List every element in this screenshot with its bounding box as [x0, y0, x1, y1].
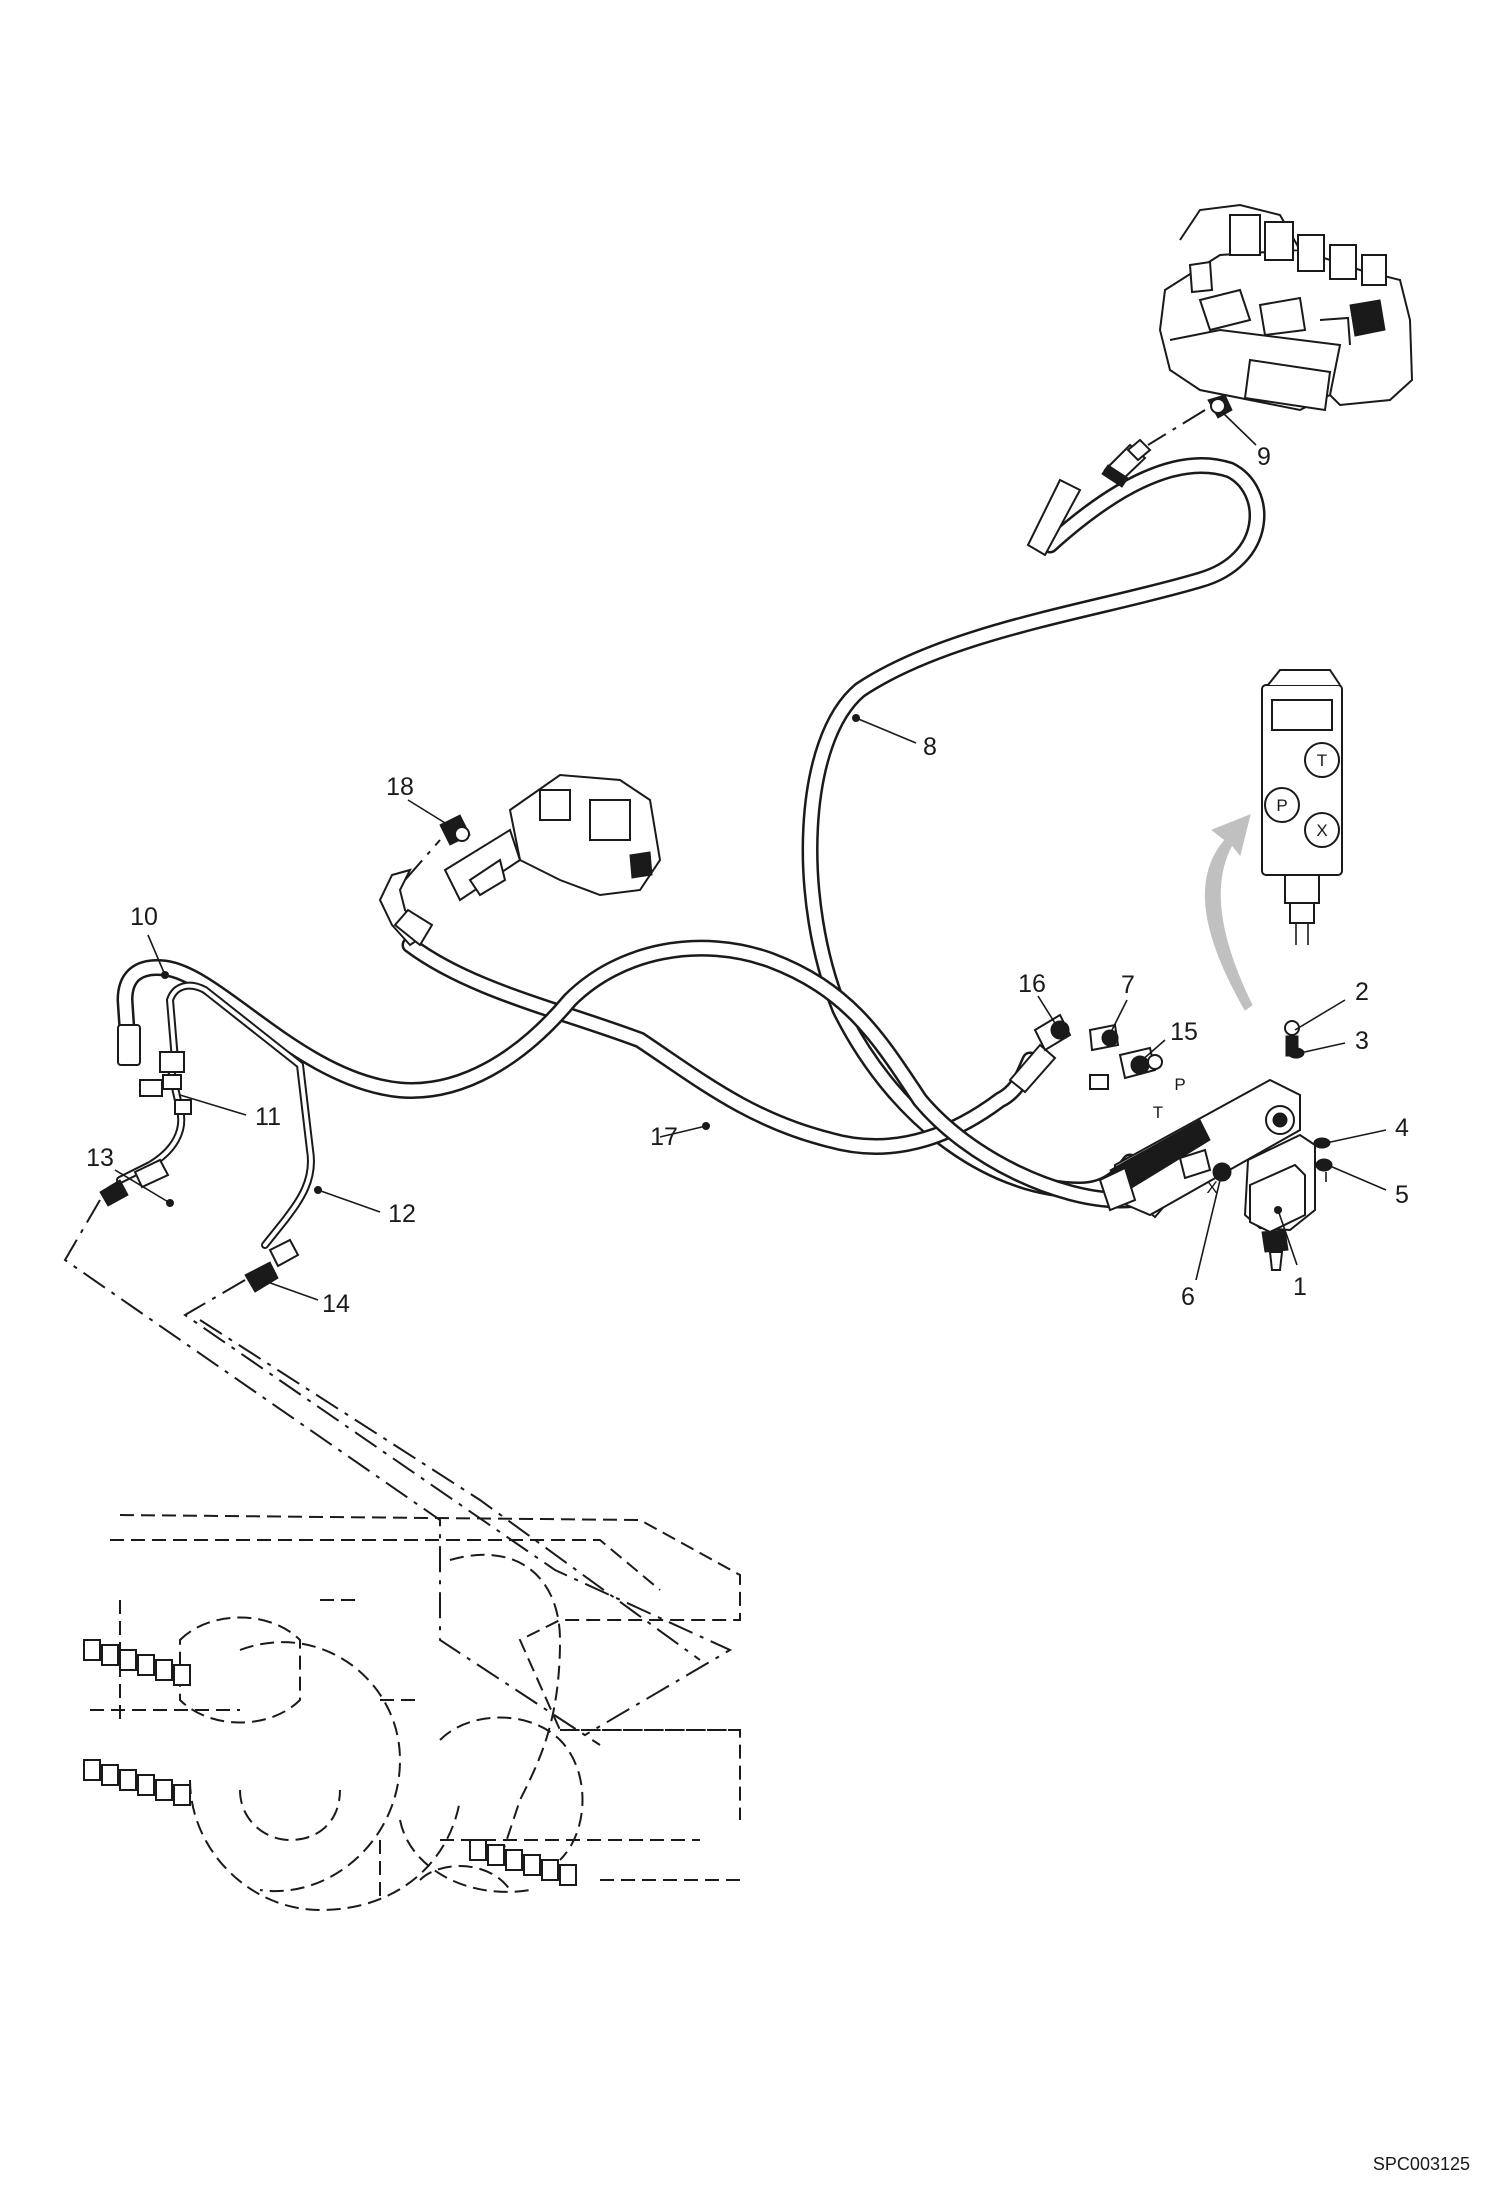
leader-13 [114, 1169, 171, 1204]
axle-gearbox-hidden-view [83, 1514, 741, 1912]
leader-16 [1037, 995, 1059, 1029]
valve-inset-view: P T X [1261, 669, 1343, 945]
leader-11 [179, 1094, 247, 1116]
connection-line-9 [1147, 409, 1206, 446]
gear-teeth-right [469, 1839, 577, 1886]
callout-4: 4 [1395, 1114, 1409, 1142]
leader-12 [317, 1189, 381, 1213]
callout-17: 17 [650, 1123, 678, 1151]
port-label-x: X [1206, 1178, 1217, 1197]
port-label-t: T [1153, 1103, 1163, 1122]
connection-line-14 [183, 1279, 733, 1736]
callout-6: 6 [1181, 1283, 1195, 1311]
fitting-part-13 [99, 1179, 129, 1207]
leader-7 [1111, 999, 1128, 1031]
connection-line-18 [404, 839, 441, 881]
leader-10 [147, 934, 166, 976]
fitting-part-6 [1178, 1148, 1232, 1182]
inset-port-label-t: T [1317, 751, 1327, 770]
nut-part-5 [1315, 1158, 1333, 1182]
callout-1: 1 [1293, 1273, 1307, 1301]
callout-9: 9 [1257, 443, 1271, 471]
callout-11: 11 [255, 1103, 281, 1131]
fitting-part-15 [1118, 1046, 1163, 1080]
leader-5 [1329, 1165, 1387, 1191]
leader-2 [1294, 999, 1346, 1031]
leader-9 [1221, 411, 1257, 446]
port-label-p: P [1174, 1075, 1185, 1094]
leader-18 [407, 799, 451, 827]
leader-lines [114, 411, 1387, 1301]
callout-7: 7 [1121, 971, 1135, 999]
fitting-part-9 [1207, 394, 1233, 419]
tee-fitting-part-11 [139, 1051, 192, 1115]
leader-4 [1325, 1129, 1387, 1144]
callout-15: 15 [1170, 1018, 1198, 1046]
gear-teeth-upper [83, 1639, 191, 1686]
callout-18: 18 [386, 773, 414, 801]
inset-port-label-x: X [1316, 821, 1327, 840]
inset-port-label-p: P [1276, 796, 1287, 815]
callout-3: 3 [1355, 1027, 1369, 1055]
hose-part-10 [116, 939, 1187, 1219]
valve-part-1 [1098, 1078, 1316, 1271]
inset-arrow [1204, 814, 1253, 1011]
callout-14: 14 [322, 1290, 350, 1318]
callout-10: 10 [130, 903, 158, 931]
connection-line-13 [63, 1199, 601, 1746]
callout-12: 12 [388, 1200, 416, 1228]
callout-8: 8 [923, 733, 937, 761]
hose-part-17 [378, 868, 1057, 1155]
leader-17 [659, 1125, 707, 1138]
leader-15 [1139, 1039, 1166, 1063]
tube-part-12 [166, 981, 315, 1249]
leader-14 [261, 1279, 319, 1301]
leader-3 [1299, 1042, 1346, 1054]
gear-teeth-lower [83, 1759, 191, 1806]
callout-numbers: 1 2 3 4 5 6 7 8 9 10 11 12 13 14 15 16 1… [86, 443, 1409, 1318]
drawing-reference-code: SPC003125 [1373, 2154, 1470, 2174]
callout-5: 5 [1395, 1181, 1409, 1209]
washer-part-4 [1313, 1137, 1331, 1149]
connection-line-14b [199, 1319, 701, 1661]
callout-16: 16 [1018, 970, 1046, 998]
pump-assembly [443, 773, 662, 902]
leader-1 [1277, 1209, 1298, 1266]
callout-2: 2 [1355, 978, 1369, 1006]
control-valve-block [1158, 203, 1414, 412]
leader-6 [1195, 1171, 1223, 1281]
fitting-part-7 [1088, 1023, 1120, 1090]
washer-part-3 [1287, 1047, 1305, 1059]
fitting-part-14 [244, 1238, 300, 1293]
fitting-part-18 [439, 814, 471, 846]
callout-13: 13 [86, 1144, 114, 1172]
leader-8 [855, 717, 917, 744]
